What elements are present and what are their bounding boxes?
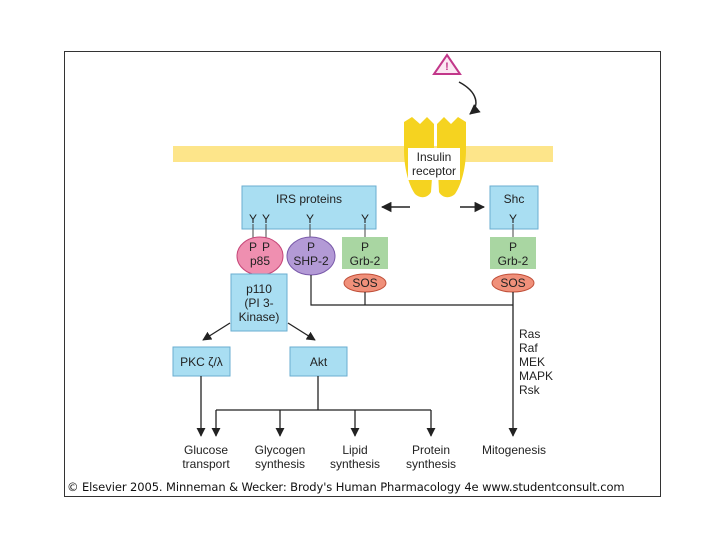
shc-label: Shc	[503, 192, 525, 206]
irs-y3: Y	[305, 212, 314, 226]
outcome-lipid-line2: synthesis	[329, 457, 381, 471]
grb2-left-p: P	[360, 240, 369, 254]
p110-line1: p110	[246, 282, 272, 296]
receptor-label-line2: receptor	[411, 164, 457, 178]
akt-label: Akt	[309, 355, 328, 369]
grb2-right-p: P	[508, 240, 517, 254]
p110-line3: Kinase)	[238, 310, 280, 324]
irs-proteins-box	[241, 185, 377, 230]
cascade-mek: MEK	[519, 355, 546, 369]
cell-membrane	[173, 146, 553, 162]
ligand-arrow	[458, 81, 481, 115]
p110-box	[230, 273, 288, 332]
cascade-rsk: Rsk	[519, 383, 540, 397]
outcome-lipid-line1: Lipid	[342, 443, 368, 457]
grb2-right-box	[490, 237, 536, 269]
outcome-glycogen-line2: synthesis	[254, 457, 306, 471]
p85-label: p85	[249, 254, 271, 268]
outcome-protein-line1: Protein	[411, 443, 451, 457]
cascade-mapk: MAPK	[519, 369, 554, 383]
p85-p2: P	[261, 240, 270, 254]
irs-proteins-label: IRS proteins	[275, 192, 343, 206]
shp2-to-cascade-line	[310, 275, 513, 306]
sos-left-label: SOS	[352, 276, 378, 290]
irs-y1: Y	[248, 212, 257, 226]
alert-triangle-icon	[432, 53, 462, 75]
p110-to-akt-arrow	[287, 322, 316, 341]
grb2-left-box	[342, 237, 388, 269]
irs-y2: Y	[261, 212, 270, 226]
sos-right-label: SOS	[500, 276, 526, 290]
pkc-label: PKC ζ/λ	[180, 355, 223, 369]
p110-to-pkc-arrow	[202, 322, 231, 341]
outcome-glucose-line1: Glucose	[183, 443, 229, 457]
outcome-protein-line2: synthesis	[405, 457, 457, 471]
grb2-right-label: Grb-2	[497, 254, 529, 268]
alert-symbol: !	[445, 61, 449, 73]
shp2-label: SHP-2	[293, 254, 329, 268]
irs-y4: Y	[360, 212, 369, 226]
p85-p1: P	[248, 240, 257, 254]
p110-line2: (PI 3-	[244, 296, 274, 310]
outcome-glucose-line2: transport	[182, 457, 230, 471]
grb2-left-label: Grb-2	[349, 254, 381, 268]
shc-box	[489, 185, 539, 230]
pkc-box	[172, 346, 231, 377]
copyright-notice: © Elsevier 2005. Minneman & Wecker: Brod…	[67, 480, 625, 494]
shp2-p: P	[306, 240, 315, 254]
receptor-label-line1: Insulin	[416, 150, 452, 164]
shc-y: Y	[508, 212, 517, 226]
outcome-mitogenesis: Mitogenesis	[481, 443, 547, 457]
akt-box	[289, 346, 348, 377]
cascade-raf: Raf	[519, 341, 538, 355]
outcome-glycogen-line1: Glycogen	[254, 443, 306, 457]
cascade-ras: Ras	[519, 327, 541, 341]
receptor-label-box	[408, 148, 460, 180]
